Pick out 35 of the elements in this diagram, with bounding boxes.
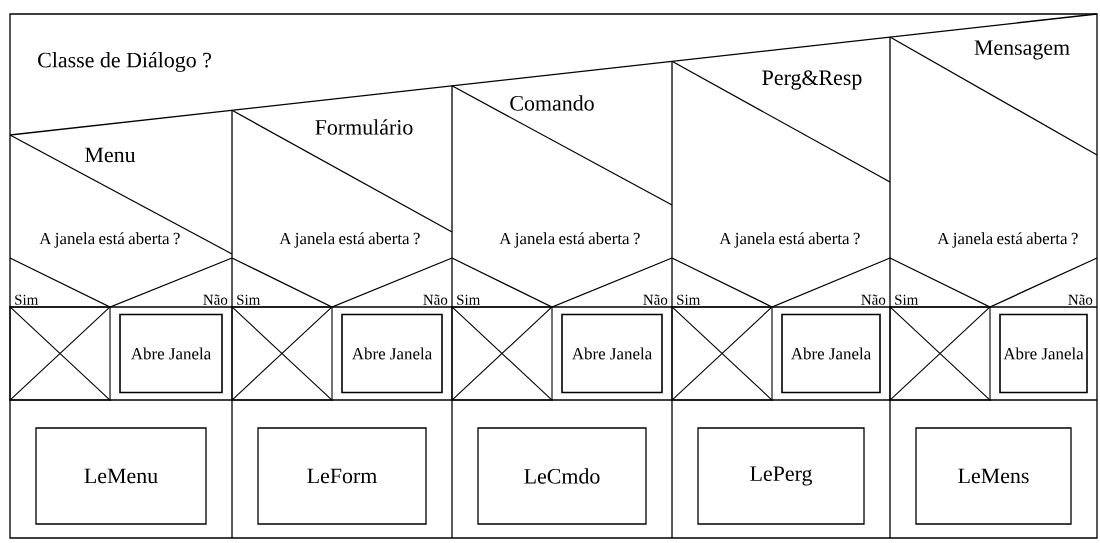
condition-text: A janela está aberta ? <box>39 232 180 248</box>
action-box: LeMenu <box>35 427 207 525</box>
empty-cross-box <box>230 305 334 402</box>
empty-cross-box <box>670 305 774 402</box>
branch-label: Não <box>643 294 668 305</box>
branch-label: Sim <box>237 294 261 305</box>
case-label: Mensagem <box>974 40 1070 60</box>
action-box: LeForm <box>257 427 427 525</box>
action-box: Abre Janela <box>999 313 1088 394</box>
case-label: Comando <box>510 95 594 111</box>
branch-label: Sim <box>895 294 919 305</box>
case-label: Formulário <box>315 119 413 135</box>
action-box: Abre Janela <box>781 313 881 394</box>
action-box: Abre Janela <box>341 313 443 394</box>
action-box: Abre Janela <box>561 313 663 394</box>
condition-text: A janela está aberta ? <box>719 232 860 248</box>
branch-label: Sim <box>677 294 701 305</box>
action-box: LePerg <box>697 427 865 525</box>
question-text: Classe de Diálogo ? <box>38 52 211 72</box>
case-label: Menu <box>85 147 136 163</box>
condition-text: A janela está aberta ? <box>279 232 420 248</box>
action-box: LeCmdo <box>477 427 647 525</box>
case-label: Perg&Resp <box>762 70 862 90</box>
empty-cross-box <box>8 305 112 402</box>
empty-cross-box <box>888 305 992 402</box>
condition-text: A janela está aberta ? <box>499 232 640 248</box>
empty-cross-box <box>450 305 554 402</box>
action-box: Abre Janela <box>119 313 223 394</box>
condition-text: A janela está aberta ? <box>937 232 1078 248</box>
branch-label: Não <box>203 294 228 305</box>
branch-label: Não <box>861 294 886 305</box>
branch-label: Sim <box>457 294 481 305</box>
action-box: LeMens <box>915 427 1072 525</box>
branch-label: Não <box>423 294 448 305</box>
branch-label: Não <box>1068 294 1093 305</box>
